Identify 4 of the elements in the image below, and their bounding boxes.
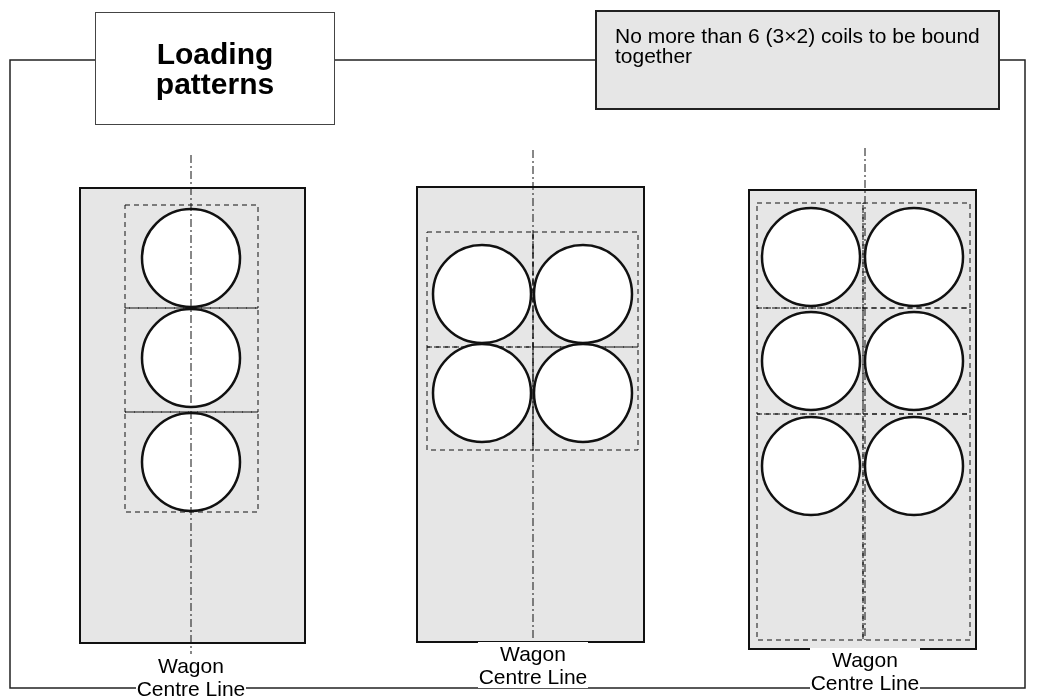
centre-line-label: Wagon Centre Line <box>136 654 246 698</box>
centre-line-label: Wagon Centre Line <box>478 642 588 688</box>
note-box: No more than 6 (3×2) coils to be bound together <box>595 10 1000 110</box>
title: Loading patterns <box>154 38 276 99</box>
